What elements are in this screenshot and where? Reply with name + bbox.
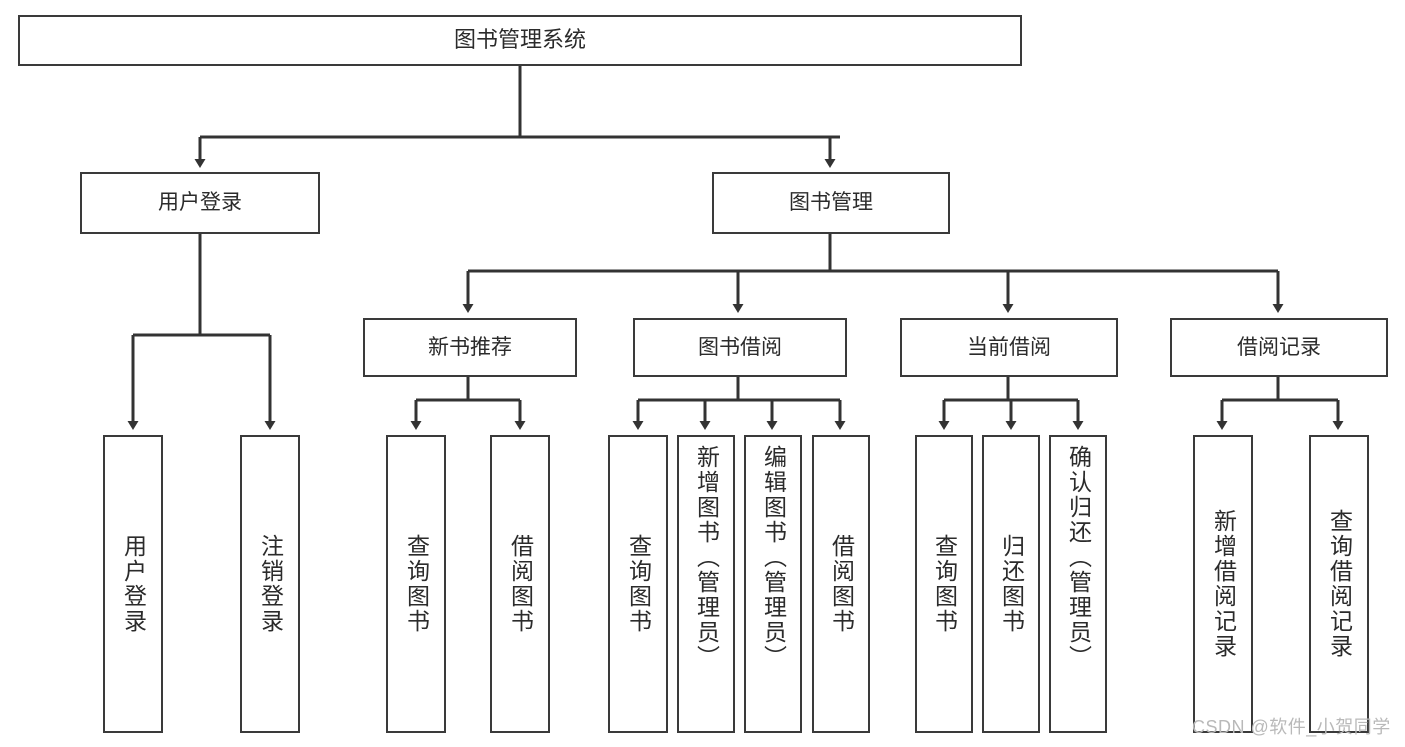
leaf-user-logout[interactable]: 注销登录 [240,435,300,733]
leaf-records-add-record[interactable]: 新增借阅记录 [1193,435,1253,733]
leaf-recommend-query-book-label: 查询图书 [403,534,430,634]
node-book-borrow[interactable]: 图书借阅 [633,318,847,377]
leaf-borrow-add-book-label: 新增图书（管理员） [693,445,720,670]
leaf-user-logout-label: 注销登录 [257,534,284,634]
leaf-borrow-query-book[interactable]: 查询图书 [608,435,668,733]
node-root-label: 图书管理系统 [453,27,586,53]
leaf-recommend-borrow-book[interactable]: 借阅图书 [490,435,550,733]
leaf-records-query-record-label: 查询借阅记录 [1326,509,1353,659]
node-borrow-records-label: 借阅记录 [1237,335,1321,359]
leaf-borrow-borrow-book-label: 借阅图书 [828,534,855,634]
leaf-borrow-query-book-label: 查询图书 [625,534,652,634]
leaf-recommend-query-book[interactable]: 查询图书 [386,435,446,733]
leaf-current-return-book-label: 归还图书 [998,534,1025,634]
leaf-borrow-add-book[interactable]: 新增图书（管理员） [677,435,735,733]
leaf-current-query-book-label: 查询图书 [931,534,958,634]
leaf-records-query-record[interactable]: 查询借阅记录 [1309,435,1369,733]
leaf-user-login[interactable]: 用户登录 [103,435,163,733]
leaf-records-add-record-label: 新增借阅记录 [1210,509,1237,659]
node-root[interactable]: 图书管理系统 [18,15,1022,66]
leaf-current-return-book[interactable]: 归还图书 [982,435,1040,733]
node-new-book-recommend[interactable]: 新书推荐 [363,318,577,377]
leaf-borrow-edit-book[interactable]: 编辑图书（管理员） [744,435,802,733]
leaf-current-confirm-return[interactable]: 确认归还（管理员） [1049,435,1107,733]
leaf-recommend-borrow-book-label: 借阅图书 [507,534,534,634]
leaf-current-query-book[interactable]: 查询图书 [915,435,973,733]
node-book-borrow-label: 图书借阅 [698,335,782,359]
node-book-management[interactable]: 图书管理 [712,172,950,234]
leaf-borrow-borrow-book[interactable]: 借阅图书 [812,435,870,733]
node-borrow-records[interactable]: 借阅记录 [1170,318,1388,377]
node-current-borrow-label: 当前借阅 [967,335,1051,359]
node-user-login[interactable]: 用户登录 [80,172,320,234]
leaf-borrow-edit-book-label: 编辑图书（管理员） [760,445,787,670]
node-new-book-recommend-label: 新书推荐 [428,335,512,359]
leaf-user-login-label: 用户登录 [120,534,147,634]
node-current-borrow[interactable]: 当前借阅 [900,318,1118,377]
node-book-management-label: 图书管理 [789,191,873,215]
node-user-login-label: 用户登录 [158,191,242,215]
leaf-current-confirm-return-label: 确认归还（管理员） [1065,445,1092,670]
